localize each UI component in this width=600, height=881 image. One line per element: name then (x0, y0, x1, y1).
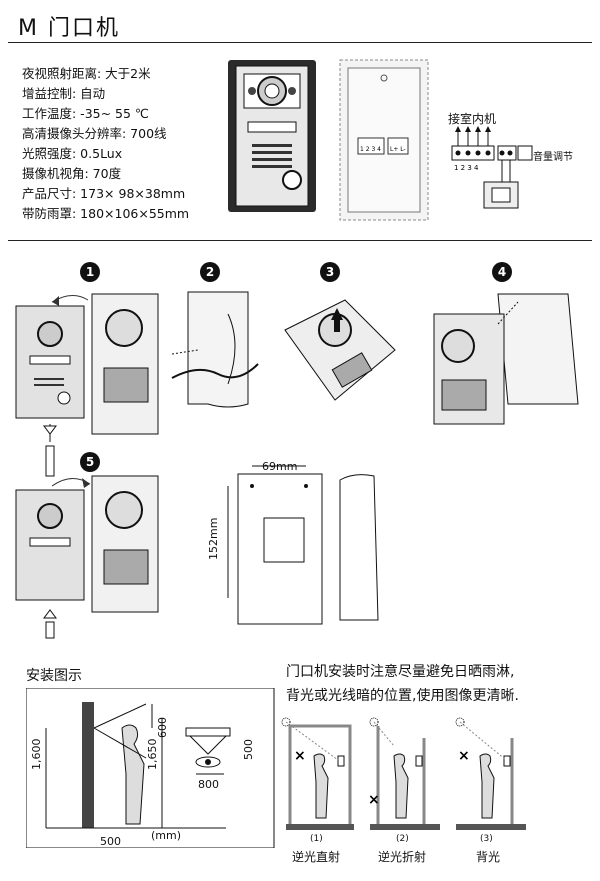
volume-label: 音量调节 (533, 152, 573, 163)
step-4-illustration (433, 293, 579, 425)
spec-item: 带防雨罩: 180×106×55mm (22, 206, 190, 221)
wiring-diagram: 1 2 3 4 (451, 126, 533, 209)
scenario-1-diagram: × (281, 717, 354, 830)
install-height-1600: 1,600 (30, 738, 43, 771)
install-diagram (26, 688, 275, 848)
step-1-marker: 1 (80, 262, 100, 282)
scenario-3-diagram: × (455, 717, 526, 830)
svg-text:L+ L-: L+ L- (390, 146, 406, 153)
install-dim-500b: 500 (242, 739, 255, 760)
door-unit-back-illustration: 1 2 3 4 L+ L- (339, 59, 429, 221)
spec-item: 光照强度: 0.5Lux (22, 146, 123, 161)
step-2-illustration (171, 291, 259, 408)
mounting-dimension-drawing (227, 465, 323, 625)
door-unit-front-illustration (228, 60, 316, 212)
step-5-illustration (15, 475, 159, 639)
step-3-illustration (284, 299, 396, 401)
svg-text:1 2 3 4: 1 2 3 4 (360, 146, 381, 153)
install-dim-800: 800 (198, 778, 219, 791)
notice-line-2: 背光或光线暗的位置,使用图像更清晰. (286, 688, 519, 704)
spec-item: 夜视照射距离: 大于2米 (22, 66, 151, 81)
install-title: 安装图示 (26, 668, 82, 684)
scenario-2-label: 逆光折射 (378, 850, 427, 864)
scenario-2-number: (2) (396, 834, 409, 844)
title-divider (8, 42, 592, 43)
rain-cover-profile (339, 474, 379, 621)
spec-item: 高清摄像头分辨率: 700线 (22, 126, 167, 141)
scenario-2-diagram: × (368, 717, 440, 830)
scenario-1-label: 逆光直射 (292, 850, 341, 864)
spec-item: 摄像机视角: 70度 (22, 166, 122, 181)
scenario-3-label: 背光 (476, 850, 501, 864)
wiring-terminal-numbers: 1 2 3 4 (454, 164, 479, 172)
spec-item: 增益控制: 自动 (22, 86, 106, 101)
step-1-illustration (15, 293, 159, 477)
install-unit: (mm) (151, 829, 182, 842)
section-divider (8, 240, 592, 241)
svg-text:×: × (458, 748, 470, 764)
step-5-marker: 5 (80, 452, 100, 472)
install-height-1650: 1,650 (146, 738, 159, 771)
svg-text:×: × (294, 748, 306, 764)
notice-line-1: 门口机安装时注意尽量避免日晒雨淋, (286, 664, 515, 680)
wiring-title: 接室内机 (448, 112, 497, 126)
width-dimension: 69mm (262, 460, 298, 473)
install-dim-600: 600 (156, 717, 169, 738)
spec-item: 产品尺寸: 173× 98×38mm (22, 186, 186, 201)
page-title: M 门口机 (18, 16, 120, 41)
height-dimension: 152mm (207, 517, 220, 560)
step-2-marker: 2 (200, 262, 220, 282)
step-3-marker: 3 (320, 262, 340, 282)
scenario-3-number: (3) (480, 834, 493, 844)
install-dim-500: 500 (100, 835, 121, 848)
step-4-marker: 4 (492, 262, 512, 282)
spec-list: 夜视照射距离: 大于2米 增益控制: 自动 工作温度: -35~ 55 ℃ 高清… (22, 64, 189, 224)
spec-item: 工作温度: -35~ 55 ℃ (22, 106, 149, 121)
scenario-1-number: (1) (310, 834, 323, 844)
svg-text:×: × (368, 792, 380, 808)
